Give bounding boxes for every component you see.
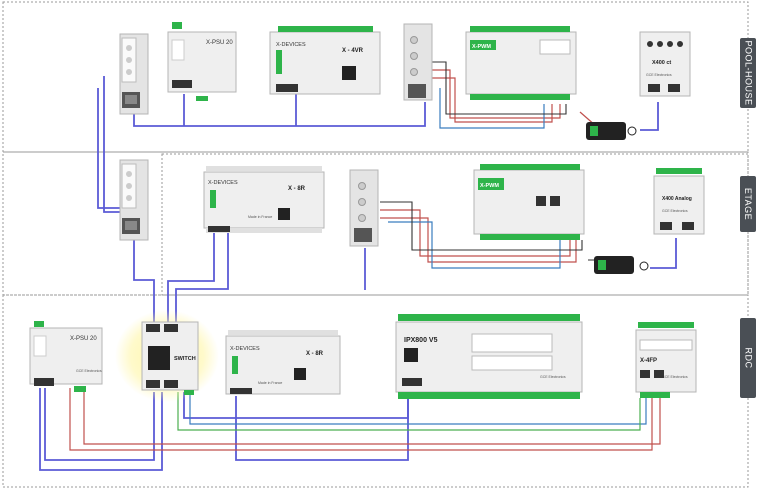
zone-label-rdc: RDC (740, 318, 756, 398)
x400-etage: X400 Analog GCE Electronics (653, 168, 705, 235)
xpwm-pool-house: X-PWM (465, 26, 577, 100)
zone-label-pool-house-text: POOL-HOUSE (743, 40, 754, 106)
x4fp-rdc: X-4FP GCE Electronics (635, 322, 697, 398)
bus-blue-wires (189, 88, 647, 425)
xdevices-8r-etage-title: X - 8R (288, 186, 306, 192)
zone-label-rdc-text: RDC (743, 347, 753, 369)
switch-rdc: SWITCH (115, 310, 219, 402)
ethernet-wires (39, 76, 677, 471)
rj45-junction-etage (349, 169, 379, 247)
switch-title: SWITCH (174, 356, 196, 362)
converter-etage (594, 256, 649, 274)
psu-pool-house-title: X-PSU 20 (206, 40, 233, 46)
xpwm-etage-title: X-PWM (480, 183, 499, 189)
zone-label-pool-house: POOL-HOUSE (740, 38, 756, 108)
psu-pool-house: X-PSU 20 (167, 22, 237, 101)
xdevices-4vr: X-DEVICES X - 4VR (269, 26, 381, 95)
xpwm-pool-house-title: X-PWM (472, 44, 491, 50)
x400-pool-house: X400 ct GCE Electronics (639, 31, 691, 97)
ipx800-title: IPX800 V5 (404, 337, 438, 344)
ipx800-rdc: IPX800 V5 GCE Electronics (395, 314, 583, 399)
xdevices-8r-etage-brand: X-DEVICES (208, 180, 238, 186)
xdevices-4vr-brand: X-DEVICES (276, 42, 306, 48)
xdevices-8r-etage: X-DEVICES X - 8R Made in France (203, 166, 325, 233)
junction-box-pool-house (119, 33, 149, 115)
psu-rdc-brand: GCE Electronics (76, 369, 102, 373)
x400-etage-brand: GCE Electronics (662, 209, 688, 213)
junction-box-etage (119, 159, 149, 241)
x400-pool-house-title: X400 ct (652, 60, 671, 66)
xdevices-8r-rdc-title: X - 8R (306, 351, 324, 357)
xdevices-4vr-title: X - 4VR (342, 48, 364, 54)
rj45-junction-pool-house (403, 23, 433, 101)
zone-label-etage-text: ETAGE (743, 187, 753, 221)
xdevices-8r-rdc-brand: X-DEVICES (230, 346, 260, 352)
xdevices-8r-rdc: X-DEVICES X - 8R Made in France (225, 330, 341, 395)
x400-pool-house-brand: GCE Electronics (646, 73, 672, 77)
bus-green-wires (177, 392, 641, 431)
converter-pool-house (586, 122, 637, 140)
ipx800-brand: GCE Electronics (540, 375, 566, 379)
psu-rdc-title: X-PSU 20 (70, 336, 97, 342)
xpwm-etage: X-PWM (473, 164, 585, 240)
x400-etage-title: X400 Analog (662, 196, 692, 202)
psu-rdc: X-PSU 20 GCE Electronics (29, 321, 103, 392)
x4fp-title: X-4FP (640, 358, 657, 364)
zone-label-etage: ETAGE (740, 176, 756, 232)
x4fp-brand: GCE Electronics (662, 375, 688, 379)
xdevices-8r-rdc-made: Made in France (258, 381, 282, 385)
xdevices-8r-etage-made: Made in France (248, 215, 272, 219)
